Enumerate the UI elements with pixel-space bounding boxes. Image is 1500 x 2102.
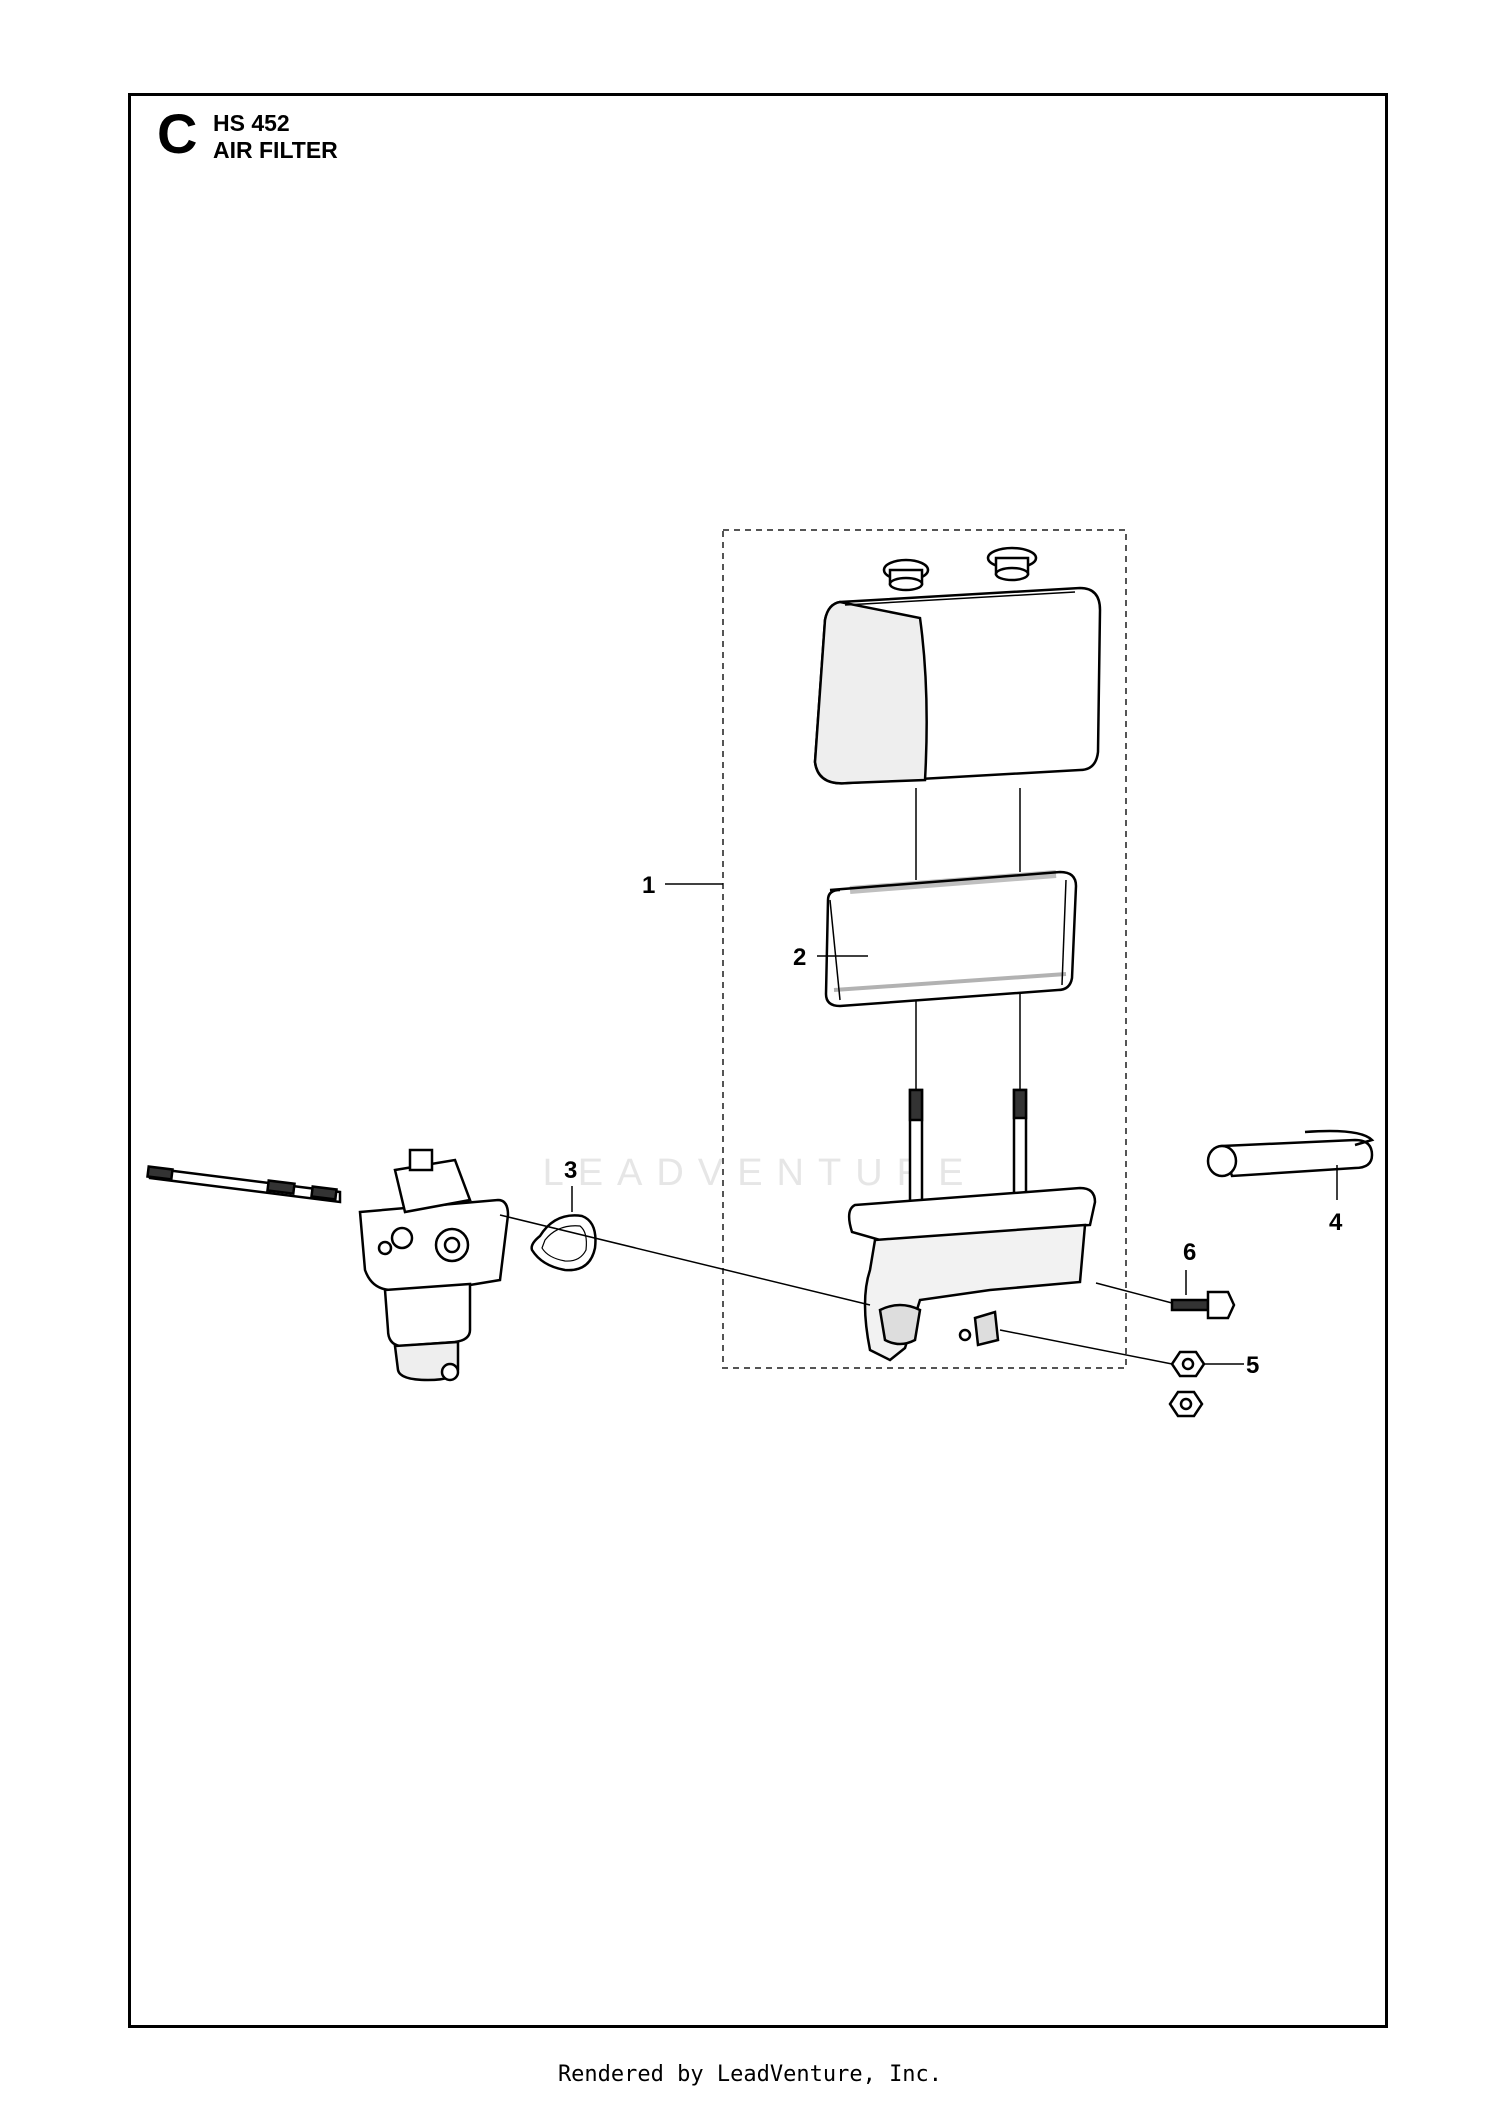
model-number: HS 452 [213, 110, 290, 136]
watermark: LEADVENTURE [542, 1152, 978, 1194]
footer-credit: Rendered by LeadVenture, Inc. [557, 2062, 943, 2087]
cover-knob [882, 546, 1038, 592]
bolt [1170, 1290, 1236, 1320]
filter-element [824, 870, 1078, 1008]
assembly-boundary [722, 529, 1127, 1369]
guide-lines [915, 788, 1021, 1090]
section-title: AIR FILTER [213, 137, 338, 163]
section-letter: C [157, 102, 198, 165]
diagram-frame [128, 93, 1388, 2028]
callout-2: 2 [793, 944, 806, 971]
air-filter-base [847, 1186, 1097, 1362]
leader-lines [571, 883, 1244, 1365]
nut [1168, 1350, 1206, 1418]
callout-1: 1 [642, 872, 655, 899]
carburetor [358, 1148, 510, 1382]
breather-tube [1206, 1129, 1375, 1178]
callout-4: 4 [1329, 1209, 1343, 1236]
callout-6: 6 [1183, 1239, 1196, 1266]
carburetor-stud [146, 1165, 342, 1204]
gasket [530, 1214, 597, 1272]
callout-3: 3 [564, 1157, 577, 1184]
mounting-stud [908, 1088, 1028, 1212]
air-filter-cover [813, 586, 1102, 785]
assembly-lines [499, 1165, 1338, 1365]
callout-5: 5 [1246, 1352, 1259, 1379]
